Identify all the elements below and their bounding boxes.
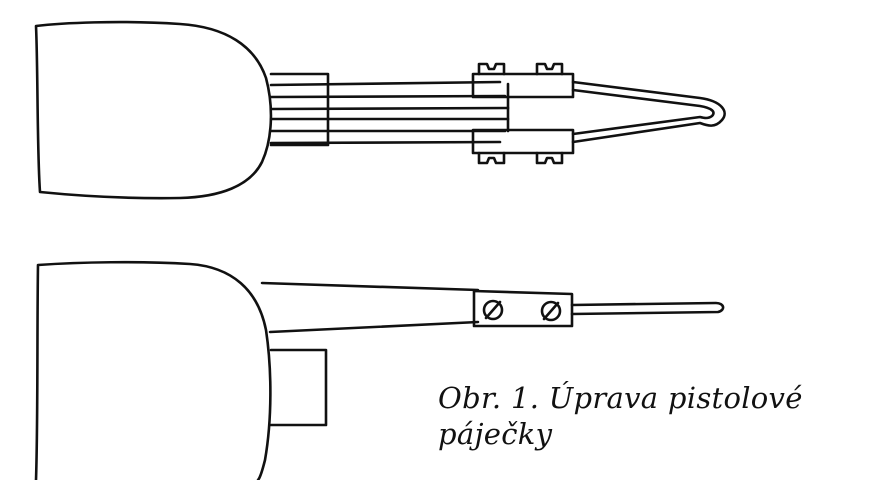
caption-line-1: Obr. 1. Úprava pistolové [438,381,803,415]
top-gun-body [34,20,273,200]
caption-line-2: páječky [438,417,553,451]
bottom-lower-arm [268,320,480,334]
screw-icon [540,300,562,322]
figure-caption: Obr. 1. Úprava pistolové páječky [438,380,868,452]
top-lower-clamp [471,117,575,165]
bottom-gun-body [34,260,272,480]
top-wire-loop-tip [571,80,726,144]
top-view [34,20,726,200]
bottom-terminal-block [472,289,574,328]
top-upper-clamp [471,62,575,120]
top-conductor-rods [269,80,510,145]
bottom-trigger-block [269,348,328,427]
screw-icon [482,299,504,321]
bottom-view [34,260,725,480]
bottom-upper-arm [260,281,480,292]
bottom-straight-tip [570,301,725,316]
